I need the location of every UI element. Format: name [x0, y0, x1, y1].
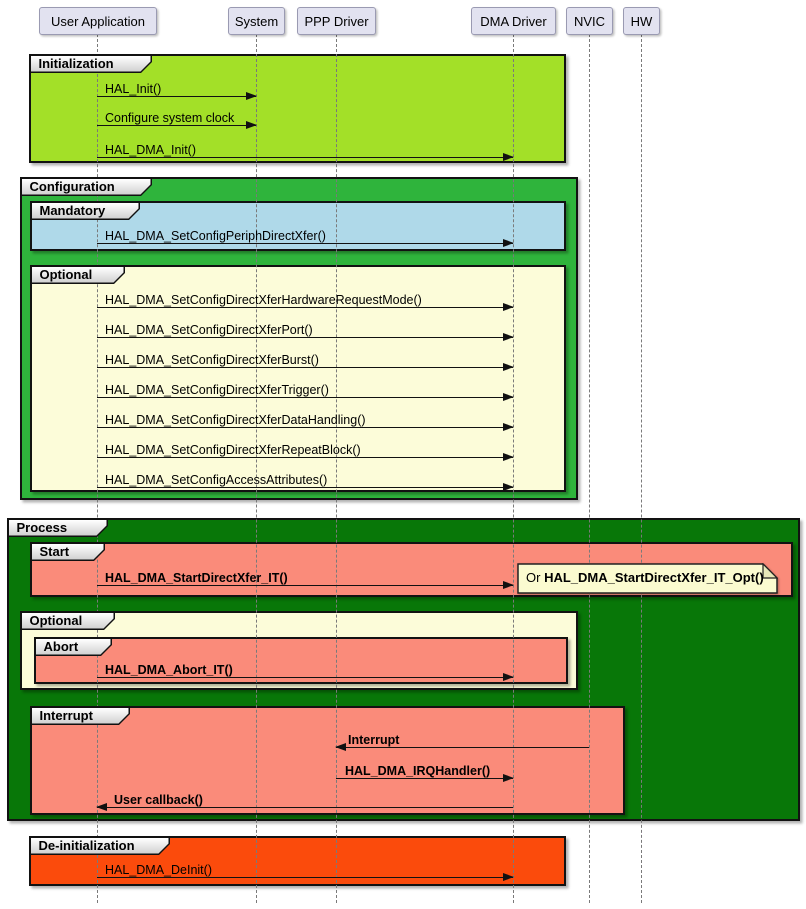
message-label: HAL_Init()	[105, 82, 162, 96]
message-irq-handler: HAL_DMA_IRQHandler()	[336, 764, 514, 783]
lifeline-system	[256, 34, 257, 903]
message-user-callback: User callback()	[96, 793, 513, 812]
message-hal-dma-init: HAL_DMA_Init()	[97, 143, 514, 162]
message-label: HAL_DMA_SetConfigDirectXferDataHandling(…	[105, 413, 366, 427]
message-label: HAL_DMA_Init()	[105, 143, 196, 157]
frame-title: Abort	[43, 639, 79, 654]
participant-ppp-driver: PPP Driver	[297, 7, 376, 35]
participant-label: User Application	[51, 13, 145, 29]
message-label: HAL_DMA_StartDirectXfer_IT()	[105, 571, 288, 585]
message-label: Configure system clock	[105, 111, 235, 125]
participant-nvic: NVIC	[566, 7, 613, 35]
message-abort-it: HAL_DMA_Abort_IT()	[97, 663, 514, 682]
message-setconfig-port: HAL_DMA_SetConfigDirectXferPort()	[97, 323, 514, 342]
note-function: HAL_DMA_StartDirectXfer_IT_Opt()	[544, 570, 764, 585]
frame-title: Interrupt	[39, 708, 93, 723]
frame-title: De-initialization	[38, 838, 135, 853]
participant-label: System	[234, 13, 279, 29]
message-setconfig-access-attributes: HAL_DMA_SetConfigAccessAttributes()	[97, 473, 514, 492]
lifeline-user-application	[97, 34, 98, 903]
lifeline-nvic	[589, 34, 590, 903]
message-start-directxfer-it: HAL_DMA_StartDirectXfer_IT()	[97, 571, 514, 590]
tab-process: Process	[7, 518, 108, 537]
message-setconfig-burst: HAL_DMA_SetConfigDirectXferBurst()	[97, 353, 514, 372]
frame-title: Initialization	[38, 56, 114, 71]
participant-label: PPP Driver	[304, 13, 369, 29]
tab-mandatory: Mandatory	[30, 201, 140, 220]
tab-configuration: Configuration	[20, 177, 152, 196]
message-hal-dma-deinit: HAL_DMA_DeInit()	[97, 863, 514, 882]
lifeline-ppp-driver	[336, 34, 337, 903]
participant-label: HW	[630, 13, 653, 29]
frame-abort	[34, 637, 568, 684]
message-label: HAL_DMA_SetConfigAccessAttributes()	[105, 473, 328, 487]
frame-title: Optional	[29, 613, 83, 628]
note-fold-corner	[762, 562, 779, 579]
participant-system: System	[228, 7, 285, 35]
frame-interrupt	[30, 706, 625, 815]
participant-hw: HW	[623, 7, 660, 35]
frame-title: Configuration	[29, 179, 115, 194]
tab-interrupt: Interrupt	[30, 706, 130, 725]
tab-deinitialization: De-initialization	[29, 836, 170, 855]
participant-dma-driver: DMA Driver	[471, 7, 556, 35]
message-label: HAL_DMA_SetConfigDirectXferHardwareReque…	[105, 293, 422, 307]
frame-title: Process	[16, 520, 68, 535]
tab-optional-process: Optional	[20, 611, 115, 630]
note-shape	[517, 562, 779, 594]
tab-start: Start	[30, 542, 105, 561]
message-label: HAL_DMA_SetConfigDirectXferBurst()	[105, 353, 319, 367]
message-label: HAL_DMA_SetConfigDirectXferTrigger()	[105, 383, 329, 397]
message-label: HAL_DMA_SetConfigDirectXferPort()	[105, 323, 313, 337]
message-setconfig-trigger: HAL_DMA_SetConfigDirectXferTrigger()	[97, 383, 514, 402]
frame-title: Start	[39, 544, 70, 559]
tab-initialization: Initialization	[29, 54, 152, 73]
message-label: HAL_DMA_DeInit()	[105, 863, 212, 877]
message-interrupt: Interrupt	[335, 733, 589, 752]
lifeline-hw	[641, 34, 642, 903]
note-start-alternative: Or HAL_DMA_StartDirectXfer_IT_Opt()	[517, 562, 779, 594]
message-label: HAL_DMA_SetConfigPeriphDirectXfer()	[105, 229, 326, 243]
note-prefix: Or	[526, 570, 545, 585]
tab-optional-config: Optional	[30, 265, 125, 284]
frame-optional-config	[30, 265, 566, 492]
message-label: Interrupt	[348, 733, 400, 747]
message-setconfig-periph-directxfer: HAL_DMA_SetConfigPeriphDirectXfer()	[97, 229, 514, 248]
tab-abort: Abort	[34, 637, 112, 656]
frame-title: Optional	[39, 267, 93, 282]
message-label: User callback()	[114, 793, 203, 807]
participant-label: DMA Driver	[480, 13, 547, 29]
message-label: HAL_DMA_SetConfigDirectXferRepeatBlock()	[105, 443, 361, 457]
message-hal-init: HAL_Init()	[97, 82, 257, 101]
frame-title: Mandatory	[39, 203, 106, 218]
participant-label: NVIC	[573, 13, 606, 29]
message-label: HAL_DMA_Abort_IT()	[105, 663, 233, 677]
note-text: Or HAL_DMA_StartDirectXfer_IT_Opt()	[526, 570, 764, 585]
lifeline-dma-driver	[513, 34, 514, 903]
message-label: HAL_DMA_IRQHandler()	[345, 764, 491, 778]
message-setconfig-hardware-request-mode: HAL_DMA_SetConfigDirectXferHardwareReque…	[97, 293, 514, 312]
message-setconfig-data-handling: HAL_DMA_SetConfigDirectXferDataHandling(…	[97, 413, 514, 432]
participant-user-application: User Application	[39, 7, 157, 35]
message-setconfig-repeat-block: HAL_DMA_SetConfigDirectXferRepeatBlock()	[97, 443, 514, 462]
message-configure-system-clock: Configure system clock	[97, 111, 257, 130]
